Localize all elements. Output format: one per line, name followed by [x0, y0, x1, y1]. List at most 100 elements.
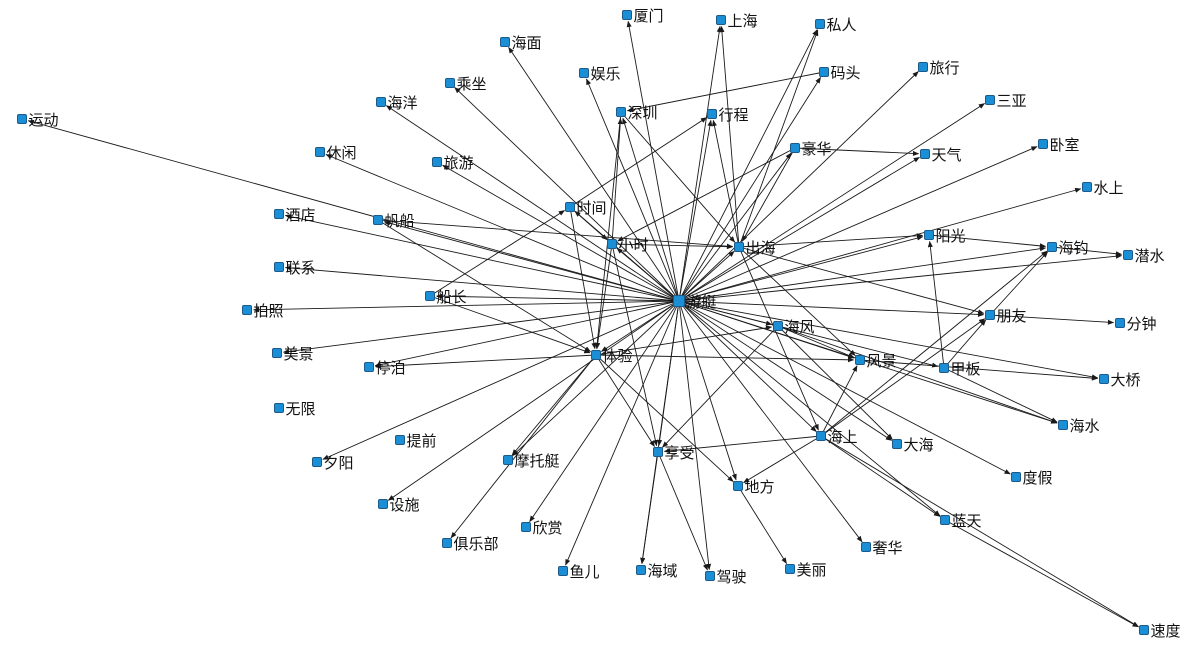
node-label: 出海 [746, 239, 776, 257]
node-label: 美景 [284, 345, 314, 363]
node-label: 海面 [512, 34, 542, 52]
node-lantian: 蓝天 [940, 512, 982, 530]
node-label: 体验 [603, 347, 633, 365]
node-marker [940, 515, 950, 525]
node-marker [1047, 242, 1057, 252]
edge-chuhai-fengjing [738, 246, 856, 356]
edge-haishang-haidiao [820, 250, 1048, 437]
node-marker [816, 431, 826, 441]
node-label: 摩托艇 [515, 452, 560, 470]
node-dujia: 度假 [1011, 469, 1053, 487]
edge-youting-yangguang [678, 235, 924, 302]
node-marker [1115, 318, 1125, 328]
edge-youting-shenzhen [622, 117, 680, 302]
node-xiyang: 夕阳 [312, 454, 354, 472]
node-marker [790, 143, 800, 153]
node-motuoting: 摩托艇 [503, 452, 560, 470]
node-woshi: 卧室 [1038, 136, 1080, 154]
node-marker [673, 295, 685, 307]
node-marker [734, 242, 744, 252]
node-marker [1011, 472, 1021, 482]
edge-fengjing-daqiao [859, 359, 1099, 381]
node-sheshi: 设施 [378, 496, 420, 514]
node-label: 潜水 [1135, 247, 1165, 265]
node-siren: 私人 [815, 16, 857, 34]
edge-youting-yuer [565, 300, 680, 566]
node-label: 卧室 [1050, 136, 1080, 154]
edge-xiangshou-haiyu [640, 451, 659, 565]
node-xiuxian: 休闲 [315, 144, 357, 162]
node-marker [819, 67, 829, 77]
edge-youting-motuoting [512, 300, 680, 457]
edge-youting-xinshang [529, 300, 680, 523]
edge-tiyan-motuoting [511, 354, 597, 456]
node-label: 行程 [719, 106, 749, 124]
node-marker [616, 107, 626, 117]
node-marker [985, 95, 995, 105]
node-label: 娱乐 [591, 65, 621, 83]
edge-chuhai-haishang [738, 246, 819, 431]
node-marker [773, 321, 783, 331]
edge-youting-haiyang [385, 105, 680, 302]
node-marker [918, 62, 928, 72]
node-marker [607, 239, 617, 249]
edge-youting-haishui [678, 300, 1058, 424]
node-label: 帆船 [385, 212, 415, 230]
node-label: 享受 [665, 444, 695, 462]
node-marker [445, 78, 455, 88]
node-matou: 码头 [819, 64, 861, 82]
node-tiqian: 提前 [395, 432, 437, 450]
node-marker [924, 230, 934, 240]
node-marker [1139, 625, 1149, 635]
edge-youting-tianqi [678, 156, 920, 302]
node-sudu: 速度 [1139, 622, 1181, 640]
node-marker [815, 19, 825, 29]
node-sanya: 三亚 [985, 92, 1027, 110]
edge-haidiao-qianshui [1051, 246, 1123, 257]
edge-haohua-xiaoshi [617, 147, 796, 242]
node-label: 休闲 [327, 144, 357, 162]
edge-haishang-lantian [820, 435, 941, 517]
node-label: 海水 [1070, 417, 1100, 435]
node-chuhai: 出海 [734, 239, 776, 257]
edge-chuanzhang-shijian [429, 210, 566, 297]
node-marker [579, 68, 589, 78]
node-wuxian: 无限 [274, 400, 316, 418]
edge-tiyan-julebu [450, 354, 597, 539]
node-label: 联系 [286, 259, 316, 277]
edge-pengyou-haidiao [989, 251, 1049, 316]
node-label: 风景 [867, 352, 897, 370]
node-jiaban: 甲板 [939, 360, 981, 378]
node-marker [1082, 182, 1092, 192]
edge-chuhai-pengyou [738, 246, 985, 315]
node-label: 欣赏 [533, 519, 563, 537]
node-fanchuan: 帆船 [373, 212, 415, 230]
node-label: 度假 [1023, 469, 1053, 487]
edge-youting-tingbo [374, 300, 680, 367]
node-label: 水上 [1094, 179, 1124, 197]
edge-xiaoshi-shenzhen [611, 117, 623, 245]
node-marker [920, 149, 930, 159]
node-lvyou: 旅游 [432, 154, 474, 172]
edge-youting-sheshi [387, 300, 680, 501]
edge-youting-shanghai [678, 25, 722, 302]
edge-youting-jiashi [678, 300, 712, 571]
node-marker [892, 439, 902, 449]
edge-youting-paizhao [252, 300, 680, 313]
node-label: 游艇 [687, 293, 717, 311]
node-label: 海域 [648, 562, 678, 580]
node-marker [272, 348, 282, 358]
edge-youting-yule [586, 78, 680, 302]
node-shenzhen: 深圳 [616, 104, 658, 122]
node-label: 阳光 [936, 227, 966, 245]
node-label: 速度 [1151, 622, 1181, 640]
edge-youting-haishang [678, 300, 817, 432]
node-label: 旅游 [444, 154, 474, 172]
edge-youting-xiyang [322, 300, 680, 460]
node-paizhao: 拍照 [242, 302, 284, 320]
node-fenzhong: 分钟 [1115, 315, 1157, 333]
edge-youting-xingcheng [678, 119, 713, 302]
edge-haohua-tianqi [794, 147, 920, 156]
node-marker [705, 571, 715, 581]
